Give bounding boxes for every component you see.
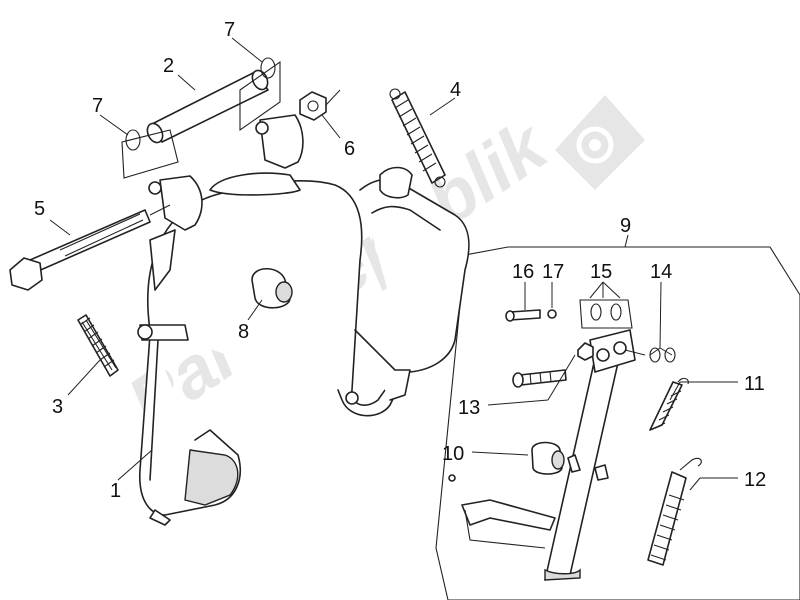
bolt-part-5: [9, 204, 171, 291]
callout-5: 5: [34, 198, 45, 220]
spring-part-3: [77, 314, 119, 377]
spring-part-4: [389, 88, 446, 188]
gear-icon: [555, 95, 645, 190]
side-stand-kit: [448, 299, 702, 581]
callout-13: 13: [458, 397, 480, 419]
center-stand: [137, 114, 470, 526]
nut-part-6: [299, 89, 341, 121]
callout-3: 3: [52, 396, 63, 418]
callout-labels: 7 2 7 4 6 5 8 3 1 9 16 17 15 14 13 11 10…: [34, 19, 766, 502]
callout-6: 6: [344, 138, 355, 160]
callout-9: 9: [620, 215, 631, 237]
callout-14: 14: [650, 261, 672, 283]
callout-2: 2: [163, 55, 174, 77]
callout-10: 10: [442, 443, 464, 465]
callout-7-left: 7: [92, 95, 103, 117]
pin-part-2: [121, 57, 281, 179]
callout-1: 1: [110, 480, 121, 502]
bumper-part-8: [251, 267, 293, 309]
callout-7-top: 7: [224, 19, 235, 41]
callout-11: 11: [744, 373, 765, 395]
callout-12: 12: [744, 469, 766, 491]
callout-4: 4: [450, 79, 461, 101]
callout-8: 8: [238, 321, 249, 343]
leader-lines: [49, 37, 738, 491]
callout-17: 17: [542, 261, 564, 283]
callout-15: 15: [590, 261, 612, 283]
callout-16: 16: [512, 261, 534, 283]
